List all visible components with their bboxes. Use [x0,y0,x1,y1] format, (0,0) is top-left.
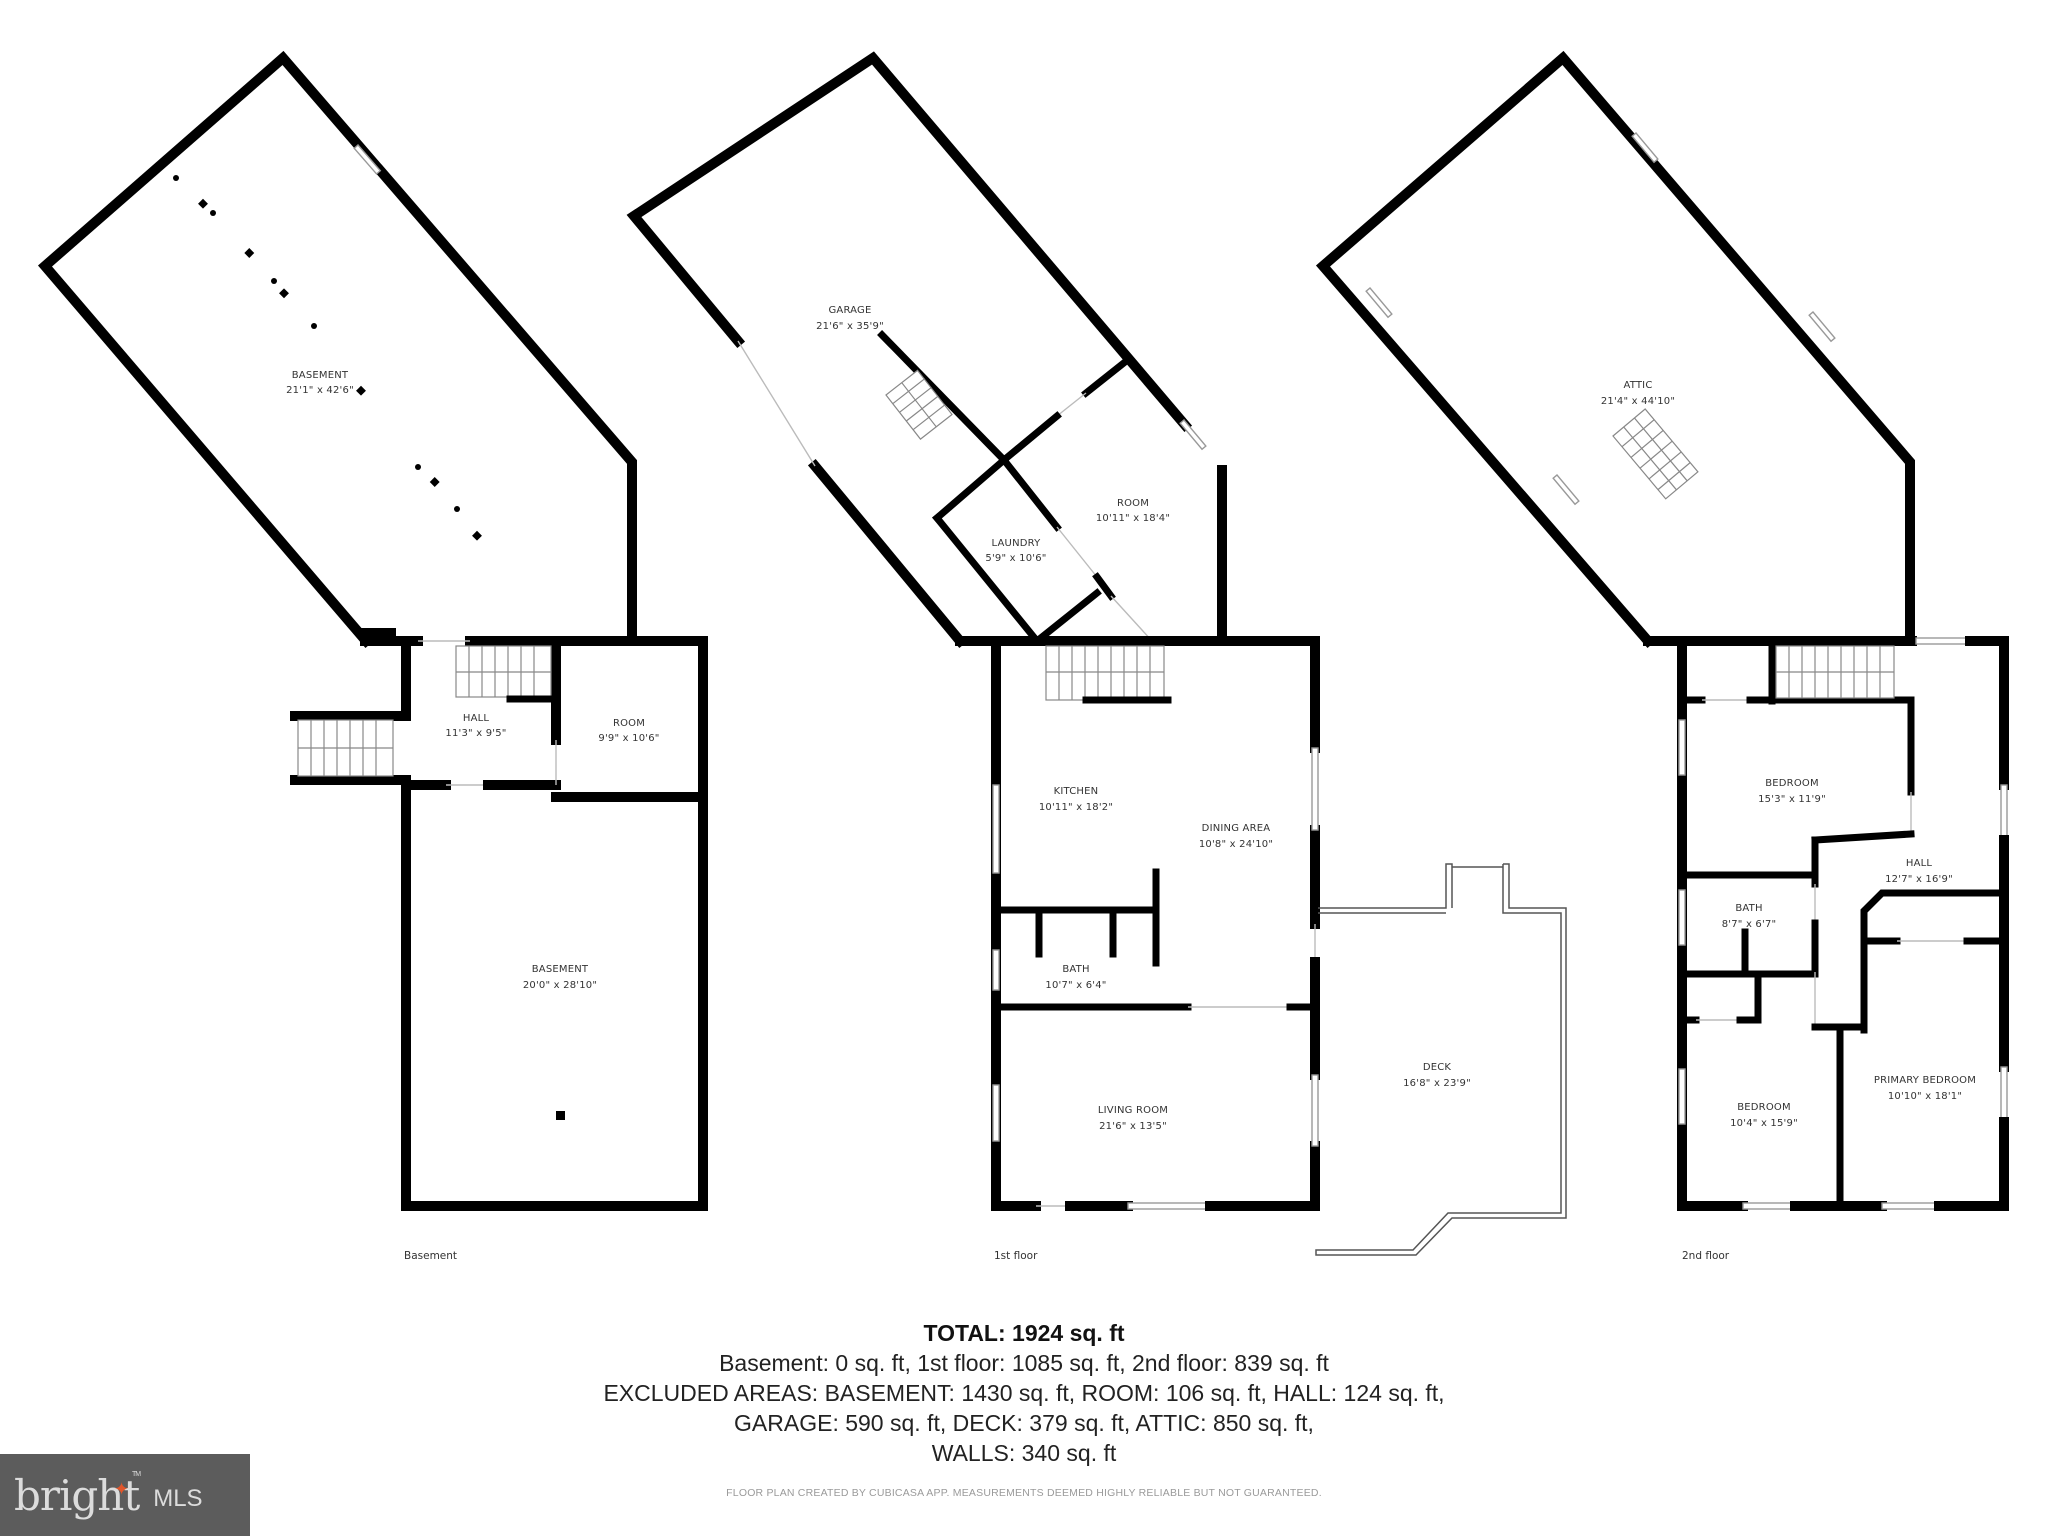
window [1808,311,1836,343]
window [992,784,1000,874]
excluded-areas-line-1: EXCLUDED AREAS: BASEMENT: 1430 sq. ft, R… [603,1380,1445,1406]
window [1631,132,1659,164]
first-floor: GARAGE 21'6" x 35'9" ROOM 10'11" x 18'4"… [626,51,1567,1262]
room-label: GARAGE [828,305,871,316]
room-dims: 15'3" x 11'9" [1758,794,1826,805]
logo-brand-text: bright [14,1470,140,1520]
room-label: HALL [463,713,490,724]
room-dims: 21'6" x 35'9" [816,321,884,332]
room-label: BASEMENT [292,370,349,381]
logo-brand: bright ✦ TM [14,1470,141,1520]
room-label: LIVING ROOM [1098,1105,1168,1116]
walls-area: WALLS: 340 sq. ft [931,1440,1117,1466]
staircase [1045,645,1172,704]
window [1311,747,1319,831]
room-dims: 21'4" x 44'10" [1601,396,1675,407]
area-summary: TOTAL: 1924 sq. ft Basement: 0 sq. ft, 1… [0,1318,2048,1468]
room-label: BEDROOM [1765,778,1819,789]
support-posts [173,175,482,541]
second-floor: ATTIC 21'4" x 44'10" [1315,50,2009,1262]
room-dims: 10'11" x 18'4" [1096,513,1170,524]
bright-mls-logo: bright ✦ TM MLS [0,1454,250,1536]
garage-outline [807,458,968,649]
window [1127,1202,1211,1210]
room-dims: 10'7" x 6'4" [1045,980,1106,991]
excluded-areas-line-2: GARAGE: 590 sq. ft, DECK: 379 sq. ft, AT… [734,1410,1314,1436]
room-label: BASEMENT [532,964,589,975]
room-label: BATH [1735,903,1762,914]
floor-label-2nd-floor: 2nd floor [1682,1250,1730,1262]
room-dims: 8'7" x 6'7" [1722,919,1777,930]
window [1179,419,1207,451]
room-label: ROOM [1117,498,1149,509]
staircase [455,645,555,703]
room-label: PRIMARY BEDROOM [1874,1075,1976,1086]
window [992,949,1000,991]
room-label: DINING AREA [1202,823,1271,834]
room-label: BEDROOM [1737,1102,1791,1113]
room-dims: 10'10" x 18'1" [1888,1091,1962,1102]
room-label: HALL [1906,858,1933,869]
basement-floor: BASEMENT 21'1" x 42'6" [37,50,708,1262]
window [1678,1068,1686,1125]
staircase [1612,408,1699,500]
room-dims: 10'8" x 24'10" [1199,839,1273,850]
floor-label-1st-floor: 1st floor [994,1250,1038,1262]
room-dims: 10'4" x 15'9" [1730,1118,1798,1129]
room-dims: 11'3" x 9'5" [445,728,506,739]
room-label: DECK [1423,1062,1452,1073]
room-label: ATTIC [1623,380,1652,391]
basement-hall-room: HALL 11'3" x 9'5" ROOM 9'9" x 10'6" BASE… [290,636,708,1211]
staircase-exterior [297,719,394,777]
attic-outline [1315,50,1915,649]
support-post [556,1111,565,1120]
room-label: KITCHEN [1054,786,1099,797]
room-dims: 9'9" x 10'6" [598,733,659,744]
star-icon: ✦ [114,1478,129,1500]
window [1881,1202,1940,1210]
room-label: BATH [1062,964,1089,975]
staircase [1775,645,1895,699]
floor-label-basement: Basement [404,1250,457,1262]
room-dims: 16'8" x 23'9" [1403,1078,1471,1089]
window [1311,1074,1319,1147]
window [1552,474,1580,506]
logo-suffix: MLS [153,1485,203,1512]
disclaimer: FLOOR PLAN CREATED BY CUBICASA APP. MEAS… [726,1487,1322,1499]
window [1678,719,1686,776]
floor-areas: Basement: 0 sq. ft, 1st floor: 1085 sq. … [719,1350,1329,1376]
total-area: TOTAL: 1924 sq. ft [923,1320,1125,1346]
window [2000,1066,2008,1123]
room-label: ROOM [613,718,645,729]
window [1742,1202,1796,1210]
room-dims: 12'7" x 16'9" [1885,874,1953,885]
staircase [885,369,953,440]
window [992,1084,1000,1142]
basement-window [353,144,382,175]
basement-upper-outline [37,50,637,649]
window [2000,784,2008,841]
room-dims: 21'1" x 42'6" [286,385,354,396]
room-dims: 20'0" x 28'10" [523,980,597,991]
deck [1315,863,1567,1256]
room-label: LAUNDRY [992,538,1042,549]
window [1915,637,1967,645]
room-dims: 10'11" x 18'2" [1039,802,1113,813]
trademark: TM [132,1470,141,1478]
window [1365,287,1393,319]
room-dims: 5'9" x 10'6" [985,553,1046,564]
room-dims: 21'6" x 13'5" [1099,1121,1167,1132]
window [1678,889,1686,946]
